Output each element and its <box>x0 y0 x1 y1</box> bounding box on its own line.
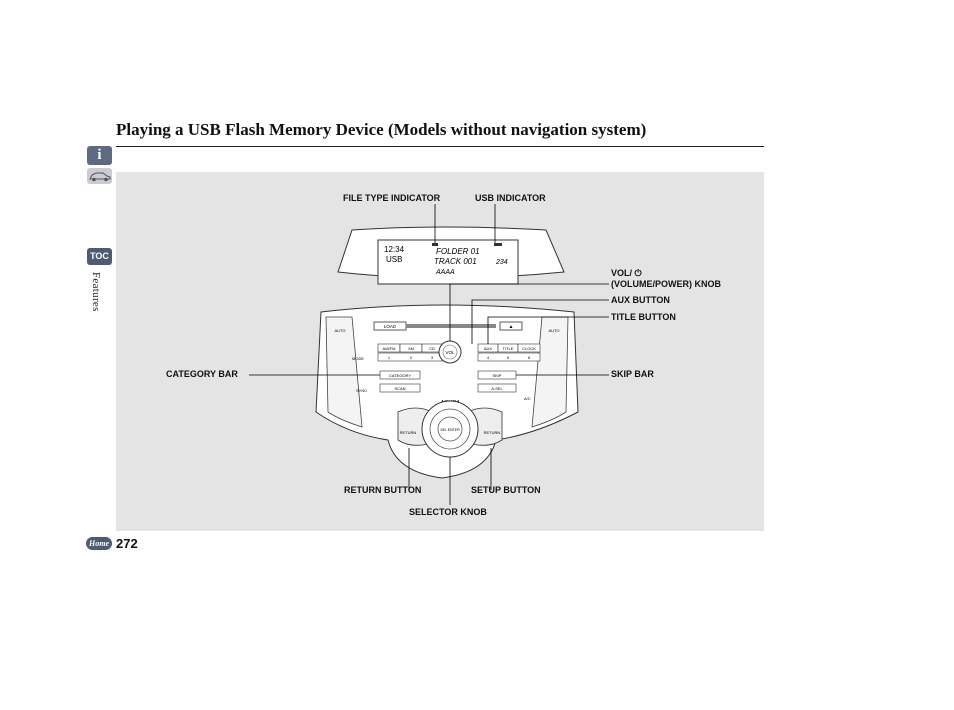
am-fm-label: AM/FM <box>383 346 396 351</box>
car-icon[interactable] <box>87 168 112 184</box>
preset-6-label: 6 <box>528 355 531 360</box>
toc-button[interactable]: TOC <box>87 248 112 265</box>
file-type-indicator <box>432 243 438 246</box>
setup-label: RETURN <box>484 430 501 435</box>
preset-4-label: 4 <box>487 355 490 360</box>
return-label: RETURN <box>400 430 417 435</box>
audio-select-button[interactable] <box>477 383 517 393</box>
callout-vol-knob-line2: (VOLUME/POWER) KNOB <box>611 279 721 289</box>
right-auto-label: AUTO <box>548 328 559 333</box>
vol-label: VOL <box>445 350 455 355</box>
selector-knob-label: SEL ENTER <box>440 428 460 432</box>
xm-label: XM <box>408 346 414 351</box>
callout-usb-indicator: USB INDICATOR <box>475 193 546 203</box>
title-label: TITLE <box>503 346 514 351</box>
preset-2-label: 2 <box>410 355 413 360</box>
display-source: USB <box>386 255 402 264</box>
disc-slot <box>406 324 496 328</box>
scan-label: SCAN <box>394 386 405 391</box>
title-divider <box>116 146 764 147</box>
aux-label: AUX <box>484 346 493 351</box>
display-folder: FOLDER 01 <box>436 247 480 256</box>
sync-label: SYNC <box>356 388 367 393</box>
mode-label: MODE <box>352 356 364 361</box>
display-clock: 12:34 <box>384 245 405 254</box>
eject-label: ▲ <box>509 324 514 330</box>
info-icon[interactable]: i <box>87 146 112 165</box>
preset-5-label: 5 <box>507 355 510 360</box>
clock-button[interactable] <box>517 343 541 353</box>
callout-title-button: TITLE BUTTON <box>611 312 676 322</box>
cd-label: CD <box>429 346 435 351</box>
callout-return-button: RETURN BUTTON <box>344 485 422 495</box>
callout-aux-button: AUX BUTTON <box>611 295 670 305</box>
page-number: 272 <box>116 536 138 551</box>
display-screen <box>377 239 519 285</box>
callout-setup-button: SETUP BUTTON <box>471 485 541 495</box>
callout-skip-bar: SKIP BAR <box>611 369 654 379</box>
preset-1-label: 1 <box>388 355 391 360</box>
left-auto-label: AUTO <box>334 328 345 333</box>
home-button[interactable]: Home <box>86 537 112 550</box>
audio-select-label: A.SEL <box>491 386 503 391</box>
category-label: CATEGORY <box>389 373 411 378</box>
clock-label: CLOCK <box>522 346 536 351</box>
callout-leaders <box>249 204 609 505</box>
display-track: TRACK 001 <box>434 257 477 266</box>
audio-unit-diagram: 12:34 FOLDER 01 USB TRACK 001 234 AAAA A… <box>249 204 609 505</box>
skip-label: SKIP <box>492 373 501 378</box>
display-file-type: AAAA <box>435 269 455 276</box>
figure-panel: 12:34 FOLDER 01 USB TRACK 001 234 AAAA A… <box>116 172 764 531</box>
usb-indicator <box>494 243 502 246</box>
load-label: LOAD <box>384 324 397 329</box>
preset-right-group[interactable] <box>477 352 541 362</box>
eject-button[interactable] <box>499 321 523 331</box>
section-label: Features <box>90 272 102 312</box>
callout-file-type-indicator: FILE TYPE INDICATOR <box>343 193 441 203</box>
preset-3-label: 3 <box>431 355 434 360</box>
ac-label: A/C <box>524 396 531 401</box>
right-climate-panel <box>531 316 569 428</box>
callout-vol-knob-line1: VOL/ ⏻ <box>611 268 642 278</box>
scan-button[interactable] <box>379 383 421 393</box>
page-title: Playing a USB Flash Memory Device (Model… <box>116 120 647 139</box>
callout-category-bar: CATEGORY BAR <box>166 369 238 379</box>
callout-selector-knob: SELECTOR KNOB <box>409 507 487 517</box>
display-time: 234 <box>495 259 508 266</box>
left-climate-panel <box>325 316 363 428</box>
